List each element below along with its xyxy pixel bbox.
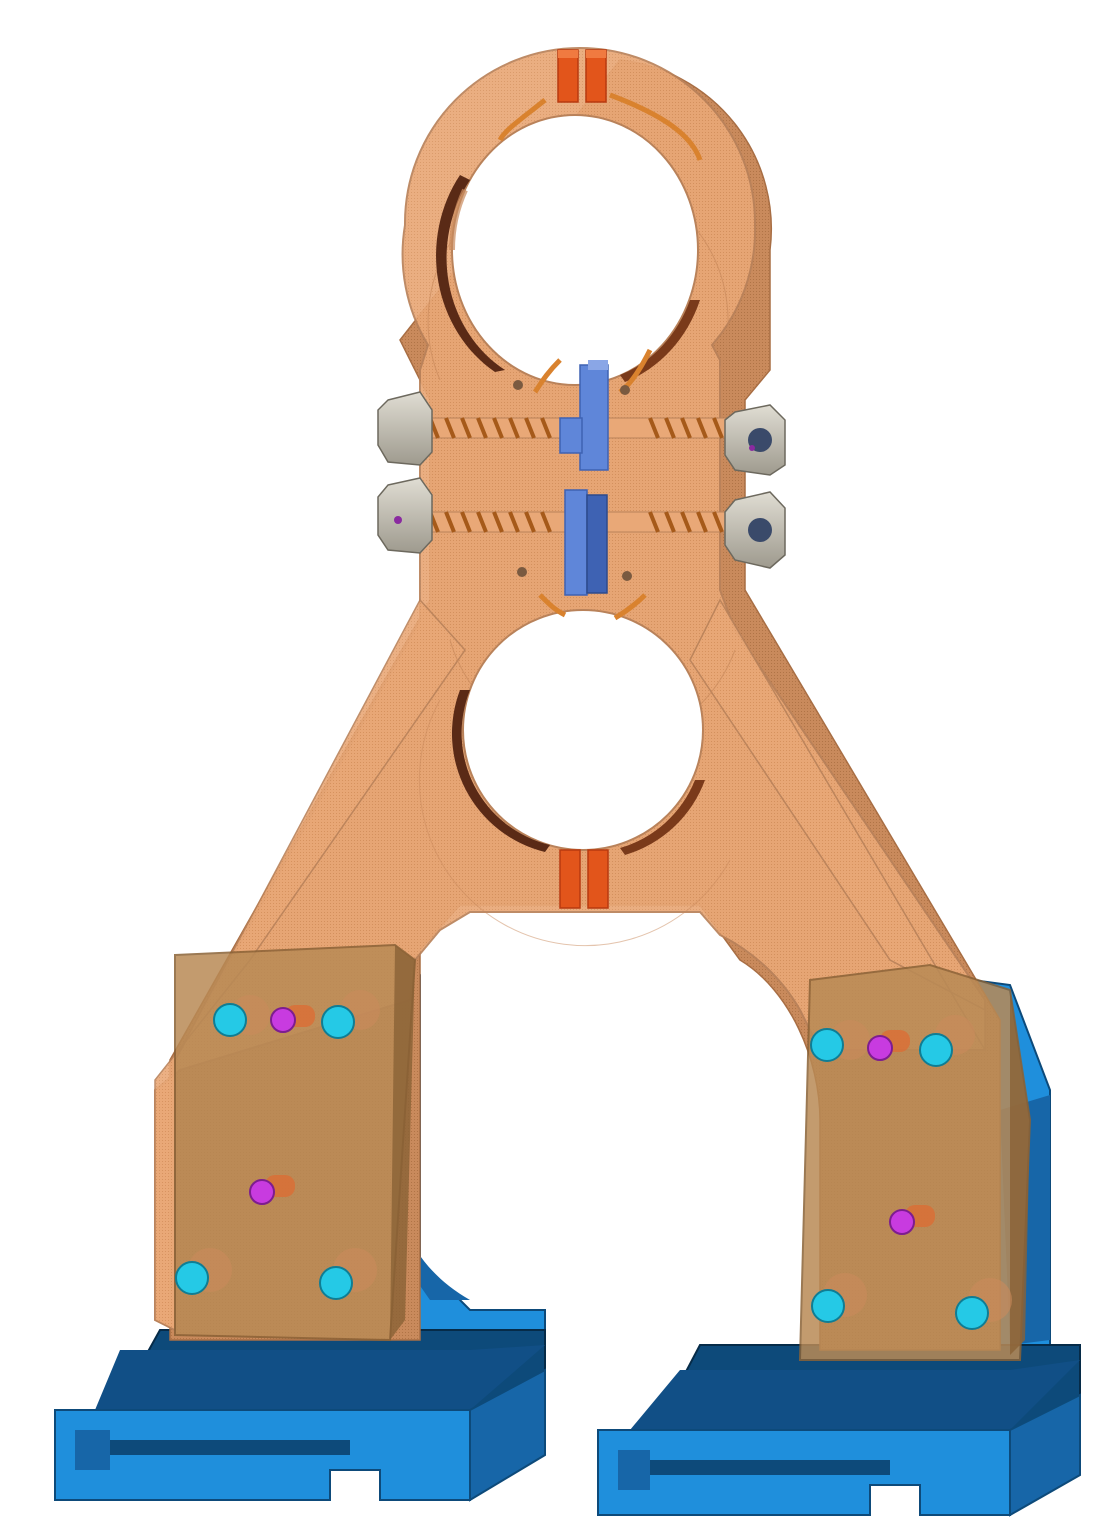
dowel-pin-icon bbox=[867, 1030, 935, 1235]
bottom-split-tabs bbox=[559, 849, 609, 909]
coil-spring-icon bbox=[428, 417, 724, 439]
upper-bore bbox=[436, 114, 700, 386]
left-mounting-plate bbox=[174, 943, 417, 1342]
screw-head-icon bbox=[175, 1003, 355, 1300]
top-split-tabs bbox=[557, 49, 607, 103]
flex-slots bbox=[497, 92, 703, 621]
clamp-block-icon bbox=[559, 360, 609, 596]
hex-nut-icon bbox=[377, 477, 786, 569]
dowel-pin-icon bbox=[249, 1005, 315, 1205]
locating-holes bbox=[513, 380, 632, 581]
coil-spring-icon bbox=[428, 511, 724, 533]
right-mounting-plate bbox=[798, 963, 1032, 1361]
screw-head-icon bbox=[810, 1028, 989, 1330]
hex-nut-icon bbox=[377, 391, 786, 476]
left-base-mount bbox=[54, 958, 546, 1502]
lower-bore bbox=[451, 609, 705, 855]
